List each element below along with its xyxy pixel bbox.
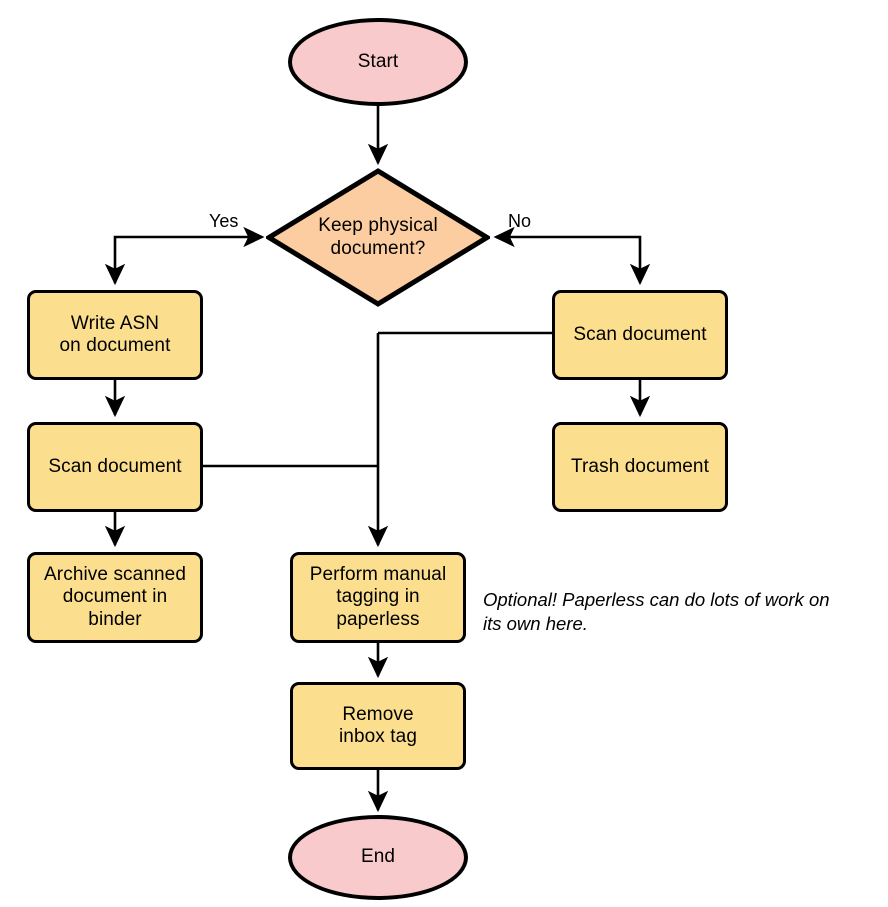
- node-remove-inbox-tag[interactable]: Remove inbox tag: [290, 682, 466, 770]
- node-trash-document[interactable]: Trash document: [552, 422, 728, 512]
- edge-label-yes: Yes: [209, 211, 239, 231]
- node-start[interactable]: Start: [288, 18, 468, 106]
- node-start-label: Start: [357, 50, 399, 72]
- edge-decision-yes-to-write-asn: [104, 226, 265, 286]
- node-write-asn-on-document[interactable]: Write ASN on document: [27, 290, 203, 380]
- node-perform-manual-tagging[interactable]: Perform manual tagging in paperless: [290, 552, 466, 643]
- node-archive-scanned-document-in-binder-label: Archive scanned document in binder: [44, 564, 186, 630]
- node-scan-document-right[interactable]: Scan document: [552, 290, 728, 380]
- node-scan-document-right-label: Scan document: [573, 323, 707, 345]
- edge-decision-no-to-scan-right: [493, 226, 651, 286]
- node-end[interactable]: End: [288, 815, 468, 900]
- annotation-optional-note: Optional! Paperless can do lots of work …: [483, 589, 830, 635]
- node-perform-manual-tagging-label: Perform manual tagging in paperless: [309, 564, 447, 630]
- node-scan-document-left[interactable]: Scan document: [27, 422, 203, 512]
- node-trash-document-label: Trash document: [571, 455, 709, 477]
- node-remove-inbox-tag-label: Remove inbox tag: [338, 703, 417, 747]
- node-end-label: End: [360, 846, 396, 868]
- node-write-asn-on-document-label: Write ASN on document: [59, 312, 171, 356]
- node-keep-physical-document-label: Keep physical document?: [318, 215, 438, 259]
- node-keep-physical-document[interactable]: Keep physical document?: [266, 168, 490, 307]
- node-archive-scanned-document-in-binder[interactable]: Archive scanned document in binder: [27, 552, 203, 643]
- node-scan-document-left-label: Scan document: [48, 455, 182, 477]
- diamond-shape: [266, 168, 490, 307]
- edge-label-no: No: [508, 211, 532, 231]
